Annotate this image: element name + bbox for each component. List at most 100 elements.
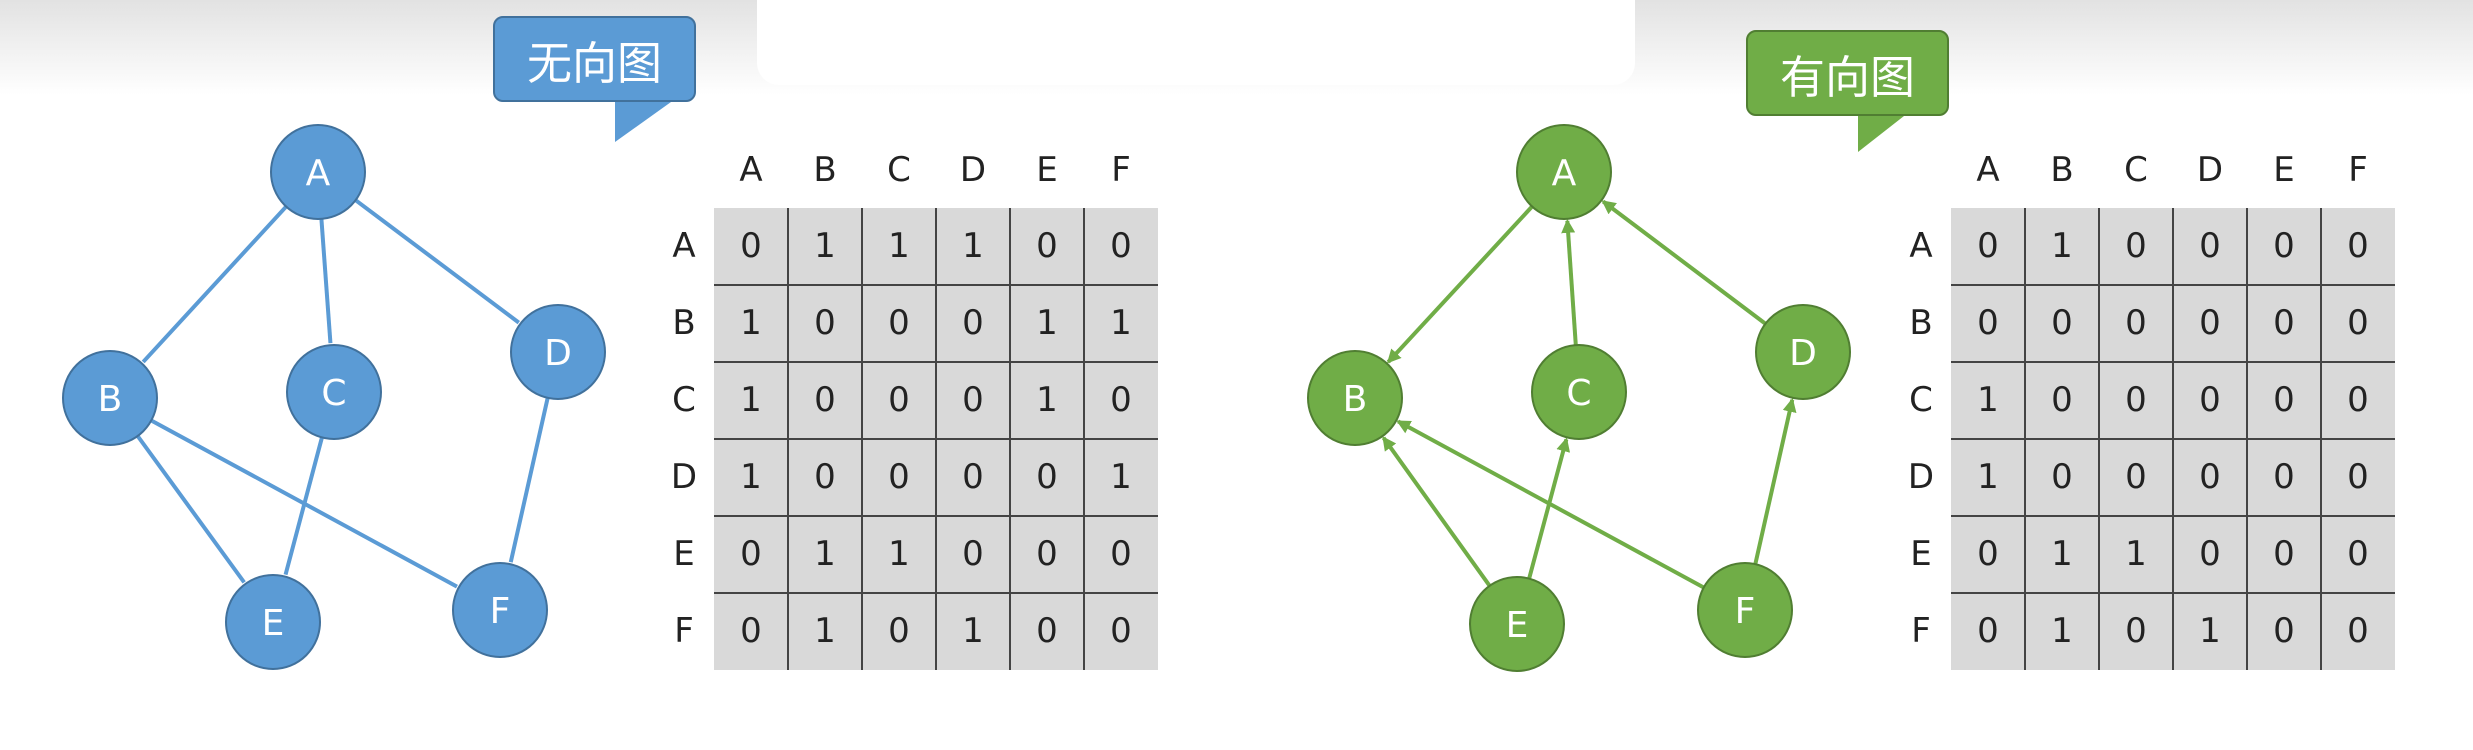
undirected-node-f xyxy=(452,562,548,658)
undirected-cell-e-e: 0 xyxy=(1036,534,1058,574)
undirected-node-a xyxy=(270,124,366,220)
directed-cell-f-c: 0 xyxy=(2125,611,2147,651)
undirected-grid-hline xyxy=(714,361,1158,363)
directed-cell-a-f: 0 xyxy=(2347,226,2369,266)
directed-edge-e-c xyxy=(1527,437,1571,580)
directed-cell-b-b: 0 xyxy=(2051,303,2073,343)
directed-node-d xyxy=(1755,304,1851,400)
directed-graph-callout-label: 有向图 xyxy=(1779,50,1915,104)
undirected-node-label-c: C xyxy=(321,373,346,414)
directed-cell-a-e: 0 xyxy=(2273,226,2295,266)
directed-cell-e-a: 0 xyxy=(1977,534,1999,574)
undirected-graph-callout-label: 无向图 xyxy=(526,36,662,90)
undirected-edge-b-e xyxy=(136,434,246,584)
callout-tail xyxy=(1858,116,1904,152)
directed-row-header-e: E xyxy=(1910,534,1932,574)
undirected-row-header-f: F xyxy=(674,611,694,651)
undirected-cell-b-c: 0 xyxy=(888,303,910,343)
undirected-row-header-a: A xyxy=(672,226,696,266)
directed-node-label-b: B xyxy=(1343,379,1368,420)
undirected-cell-a-b: 1 xyxy=(814,226,836,266)
directed-grid-hline xyxy=(1951,361,2395,363)
undirected-node-c xyxy=(286,344,382,440)
undirected-edge-a-b xyxy=(141,205,288,364)
directed-node-label-f: F xyxy=(1735,591,1756,632)
undirected-cell-f-a: 0 xyxy=(740,611,762,651)
undirected-cell-d-d: 0 xyxy=(962,457,984,497)
undirected-grid-hline xyxy=(714,284,1158,286)
undirected-edge-d-f xyxy=(508,397,550,563)
undirected-cell-c-d: 0 xyxy=(962,380,984,420)
undirected-node-label-f: F xyxy=(490,591,511,632)
directed-node-label-a: A xyxy=(1552,153,1577,194)
undirected-col-header-a: A xyxy=(739,150,763,190)
directed-cell-b-f: 0 xyxy=(2347,303,2369,343)
directed-row-header-a: A xyxy=(1909,226,1933,266)
directed-node-a xyxy=(1516,124,1612,220)
directed-cell-f-d: 1 xyxy=(2199,611,2221,651)
undirected-cell-d-a: 1 xyxy=(740,457,762,497)
directed-cell-b-d: 0 xyxy=(2199,303,2221,343)
directed-cell-b-e: 0 xyxy=(2273,303,2295,343)
undirected-cell-c-b: 0 xyxy=(814,380,836,420)
directed-cell-c-e: 0 xyxy=(2273,380,2295,420)
undirected-cell-d-c: 0 xyxy=(888,457,910,497)
undirected-cell-f-d: 1 xyxy=(962,611,984,651)
directed-cell-e-e: 0 xyxy=(2273,534,2295,574)
directed-cell-d-c: 0 xyxy=(2125,457,2147,497)
undirected-row-header-d: D xyxy=(670,457,698,497)
callout-tail xyxy=(615,102,671,142)
undirected-cell-f-b: 1 xyxy=(814,611,836,651)
directed-node-e xyxy=(1469,576,1565,672)
directed-cell-d-b: 0 xyxy=(2051,457,2073,497)
directed-grid-hline xyxy=(1951,592,2395,594)
undirected-cell-b-e: 1 xyxy=(1036,303,1058,343)
directed-cell-c-a: 1 xyxy=(1977,380,1999,420)
undirected-col-header-d: D xyxy=(959,150,987,190)
directed-edge-f-d xyxy=(1753,397,1797,565)
directed-col-header-c: C xyxy=(2124,150,2148,190)
undirected-node-label-a: A xyxy=(306,153,331,194)
undirected-cell-e-d: 0 xyxy=(962,534,984,574)
undirected-cell-d-e: 0 xyxy=(1036,457,1058,497)
undirected-node-b xyxy=(62,350,158,446)
undirected-graph-callout: 无向图 xyxy=(493,16,696,142)
undirected-row-header-b: B xyxy=(672,303,696,343)
directed-graph-nodes: A B C D E F xyxy=(1307,124,1851,672)
undirected-col-header-e: E xyxy=(1036,150,1058,190)
directed-cell-c-f: 0 xyxy=(2347,380,2369,420)
undirected-node-label-b: B xyxy=(98,379,123,420)
undirected-cell-d-f: 1 xyxy=(1110,457,1132,497)
undirected-grid-hline xyxy=(714,592,1158,594)
undirected-node-label-d: D xyxy=(544,333,572,374)
undirected-cell-f-c: 0 xyxy=(888,611,910,651)
directed-edge-a-b xyxy=(1386,205,1534,364)
directed-node-label-e: E xyxy=(1506,605,1529,646)
directed-node-label-c: C xyxy=(1566,373,1591,414)
directed-cell-a-b: 1 xyxy=(2051,226,2073,266)
undirected-cell-b-d: 0 xyxy=(962,303,984,343)
directed-cell-f-e: 0 xyxy=(2273,611,2295,651)
directed-node-label-d: D xyxy=(1789,333,1817,374)
directed-cell-d-e: 0 xyxy=(2273,457,2295,497)
undirected-grid-hline xyxy=(714,515,1158,517)
directed-row-header-c: C xyxy=(1909,380,1933,420)
directed-node-f xyxy=(1697,562,1793,658)
undirected-cell-e-b: 1 xyxy=(814,534,836,574)
directed-cell-d-f: 0 xyxy=(2347,457,2369,497)
undirected-cell-a-a: 0 xyxy=(740,226,762,266)
directed-row-header-d: D xyxy=(1907,457,1935,497)
directed-edge-f-b xyxy=(1396,419,1705,590)
undirected-cell-e-c: 1 xyxy=(888,534,910,574)
directed-grid-hline xyxy=(1951,438,2395,440)
directed-edge-e-b xyxy=(1381,436,1492,587)
directed-graph-callout: 有向图 xyxy=(1746,30,1949,152)
directed-row-header-b: B xyxy=(1909,303,1933,343)
directed-cell-b-c: 0 xyxy=(2125,303,2147,343)
undirected-cell-e-a: 0 xyxy=(740,534,762,574)
directed-edge-d-a xyxy=(1601,199,1767,326)
directed-cell-f-a: 0 xyxy=(1977,611,1999,651)
